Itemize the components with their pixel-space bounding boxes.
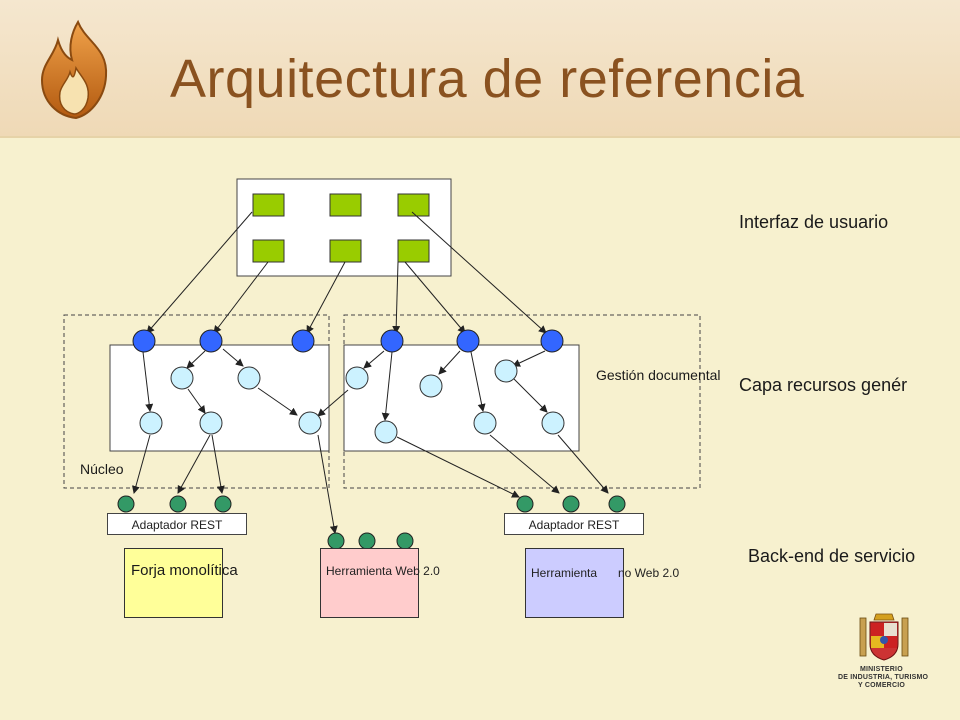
generic-panel-right	[343, 344, 580, 452]
backend-link	[489, 434, 560, 494]
docs-region	[343, 314, 701, 489]
service-node	[380, 329, 404, 353]
service-node	[540, 329, 564, 353]
logo-line: Y COMERCIO	[858, 682, 905, 689]
connector-dot	[214, 495, 232, 513]
web20-box	[320, 548, 419, 618]
ui-widget	[397, 239, 430, 263]
resource-node	[419, 374, 443, 398]
forge-label: Forja monolítica	[131, 562, 238, 579]
resource-node	[298, 411, 322, 435]
logo-line: DE INDUSTRIA, TURISMO	[838, 674, 929, 681]
layer-generic-label: Capa recursos genér	[739, 375, 908, 395]
backend-link	[177, 434, 211, 494]
internal-link	[187, 388, 206, 414]
noweb-box	[525, 548, 624, 618]
header-divider	[0, 136, 960, 138]
slide-title: Arquitectura de referencia	[170, 49, 805, 109]
ui-link	[404, 261, 466, 334]
resource-node	[494, 359, 518, 383]
internal-link	[513, 378, 548, 413]
layer-ui-label: Interfaz de usuario	[739, 212, 889, 232]
resource-node	[170, 366, 194, 390]
backend-link	[211, 434, 225, 494]
flame-icon	[40, 19, 108, 120]
docs-label: Gestión documental	[596, 367, 721, 383]
logo-line: MINISTERIO	[860, 666, 903, 673]
coat-of-arms-icon	[859, 613, 909, 661]
connector-dot	[169, 495, 187, 513]
internal-link	[186, 350, 206, 369]
ui-link	[306, 261, 346, 334]
ui-widget	[329, 239, 362, 263]
internal-link	[438, 350, 461, 375]
backend-link	[396, 436, 520, 498]
internal-link	[363, 350, 385, 369]
service-node	[291, 329, 315, 353]
connector-dot	[358, 532, 376, 550]
adaptor-rest-left: Adaptador REST	[107, 513, 247, 535]
internal-link	[381, 351, 393, 421]
ui-widget	[397, 193, 430, 217]
service-node	[132, 329, 156, 353]
backend-link	[557, 434, 609, 494]
resource-node	[237, 366, 261, 390]
connector-dot	[396, 532, 414, 550]
ui-link	[146, 211, 253, 334]
noweb-label-b: no Web 2.0	[618, 566, 680, 580]
layer-backend-label: Back-end de servicio	[748, 546, 916, 566]
ministry-logo-text: MINISTERIO DE INDUSTRIA, TURISMO Y COMER…	[838, 666, 948, 690]
resource-node	[345, 366, 369, 390]
ui-link	[213, 261, 269, 334]
internal-link	[512, 350, 546, 367]
ui-widget	[252, 239, 285, 263]
resource-node	[139, 411, 163, 435]
resource-node	[541, 411, 565, 435]
internal-link	[470, 351, 486, 412]
ui-link	[411, 211, 547, 334]
internal-link	[317, 389, 349, 417]
internal-link	[222, 348, 244, 367]
resource-node	[374, 420, 398, 444]
forge-box	[124, 548, 223, 618]
service-node	[199, 329, 223, 353]
service-node	[456, 329, 480, 353]
connector-dot	[516, 495, 534, 513]
core-label: Núcleo	[80, 461, 124, 477]
connector-dot	[608, 495, 626, 513]
resource-node	[199, 411, 223, 435]
internal-link	[257, 387, 298, 416]
ui-widget	[329, 193, 362, 217]
slide-header	[0, 0, 960, 136]
backend-link	[317, 434, 338, 534]
connector-dot	[327, 532, 345, 550]
backend-link	[132, 434, 151, 494]
connector-dot	[562, 495, 580, 513]
ui-widget	[252, 193, 285, 217]
ui-link	[392, 261, 401, 334]
internal-link	[142, 351, 154, 412]
connector-dot	[117, 495, 135, 513]
generic-panel-left	[109, 344, 330, 452]
adaptor-rest-right: Adaptador REST	[504, 513, 644, 535]
resource-node	[473, 411, 497, 435]
web20-label: Herramienta Web 2.0	[326, 564, 440, 578]
noweb-label-a: Herramienta	[531, 566, 598, 580]
